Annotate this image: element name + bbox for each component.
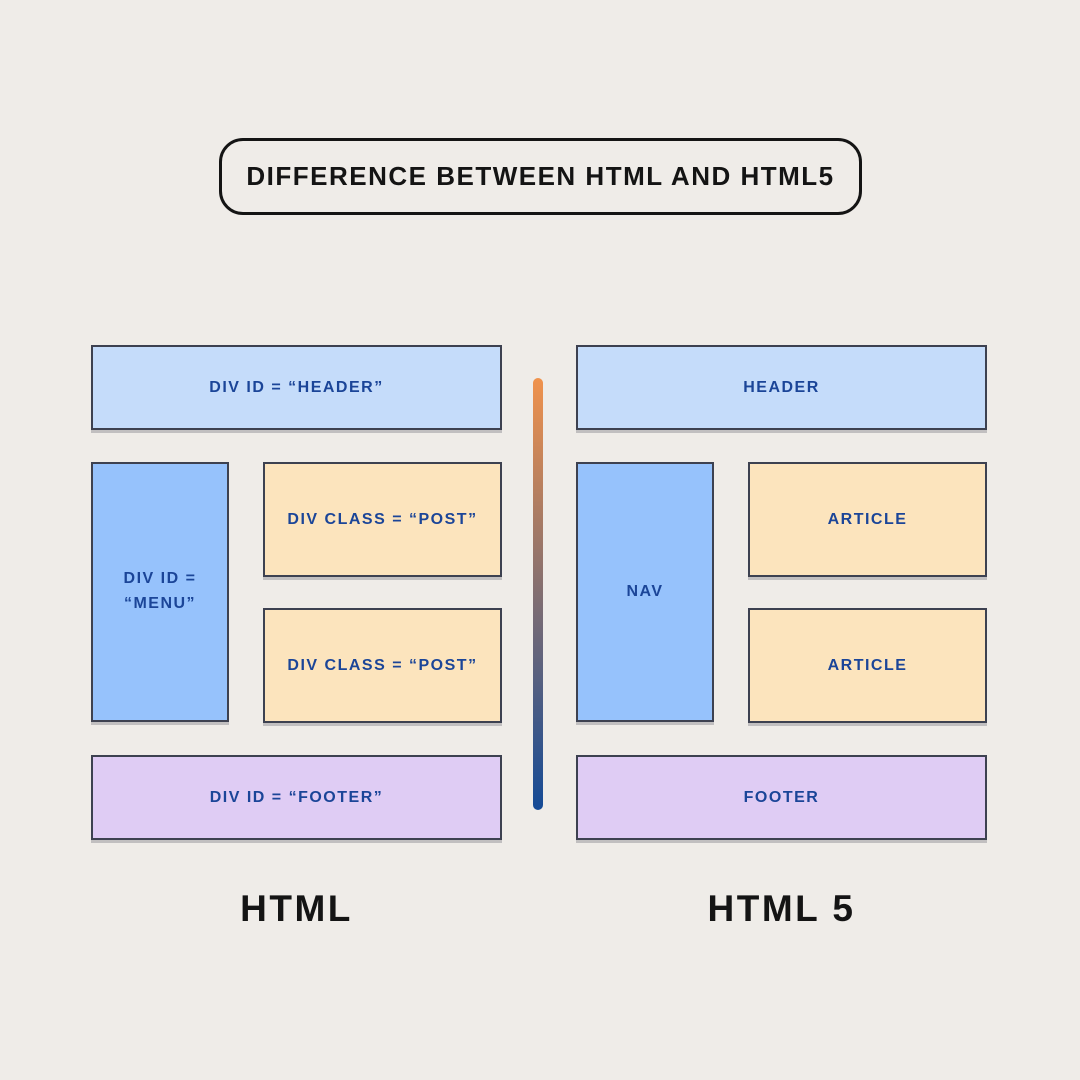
title-box: DIFFERENCE BETWEEN HTML AND HTML5 [219,138,862,215]
html-post-label-1: DIV CLASS = “POST” [287,510,478,528]
html-menu-label: DIV ID = “MENU” [123,570,197,612]
html5-caption: HTML 5 [707,888,856,929]
html5-header-label: HEADER [743,378,820,396]
html5-article-label-2: ARTICLE [827,656,908,674]
html5-footer-label: FOOTER [743,788,820,806]
html-post-label-2: DIV CLASS = “POST” [287,656,478,674]
gradient-divider [533,378,543,810]
html-post-box-2: DIV CLASS = “POST” [263,608,502,723]
html5-article-box-1: ARTICLE [748,462,987,577]
html-footer-label: DIV ID = “FOOTER” [209,788,384,806]
html5-article-label-1: ARTICLE [827,510,908,528]
html-header-box: DIV ID = “HEADER” [91,345,502,430]
html-menu-box: DIV ID = “MENU” [91,462,229,722]
html5-article-box-2: ARTICLE [748,608,987,723]
html5-footer-box: FOOTER [576,755,987,840]
html-header-label: DIV ID = “HEADER” [209,378,384,396]
html-footer-box: DIV ID = “FOOTER” [91,755,502,840]
page-title: DIFFERENCE BETWEEN HTML AND HTML5 [246,161,835,191]
html5-nav-box: NAV [576,462,714,722]
html-caption: HTML [240,888,353,929]
html5-header-box: HEADER [576,345,987,430]
html-post-box-1: DIV CLASS = “POST” [263,462,502,577]
html5-nav-label: NAV [626,583,664,600]
